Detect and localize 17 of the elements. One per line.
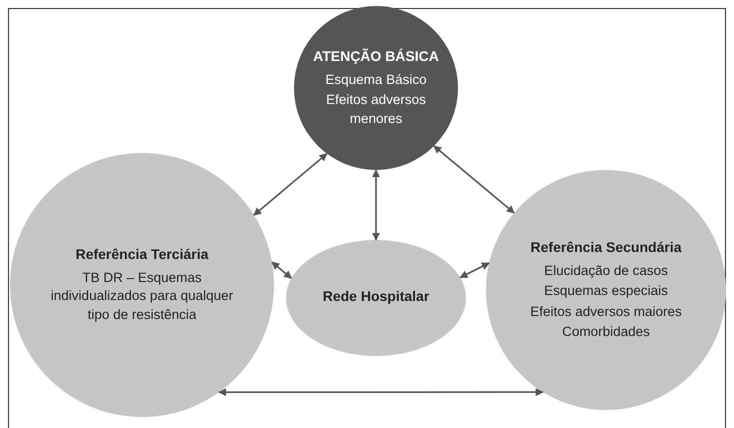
node-title: Referência Secundária (530, 239, 682, 256)
node-text: Esquema Básico (325, 71, 427, 90)
double-arrow (218, 388, 544, 396)
node-text: TB DR – Esquemas individualizados para qualquer tipo de resistência (50, 269, 234, 324)
node-text: Efeitos adversos maiores (530, 302, 682, 320)
node-title: ATENÇÃO BÁSICA (313, 48, 439, 64)
double-arrow (459, 262, 490, 278)
node-text: Comorbidades (562, 322, 650, 341)
node-text: Elucidação de casos (544, 262, 668, 280)
node-text: Esquemas especiais (544, 282, 668, 300)
double-arrow (372, 169, 380, 241)
double-arrow (271, 261, 292, 279)
double-arrow (253, 153, 328, 216)
node-title: Rede Hospitalar (322, 288, 430, 304)
node-title: Referência Terciária (76, 246, 208, 262)
double-arrow (433, 145, 515, 214)
node-text: Efeitos adversos menores (325, 91, 427, 128)
